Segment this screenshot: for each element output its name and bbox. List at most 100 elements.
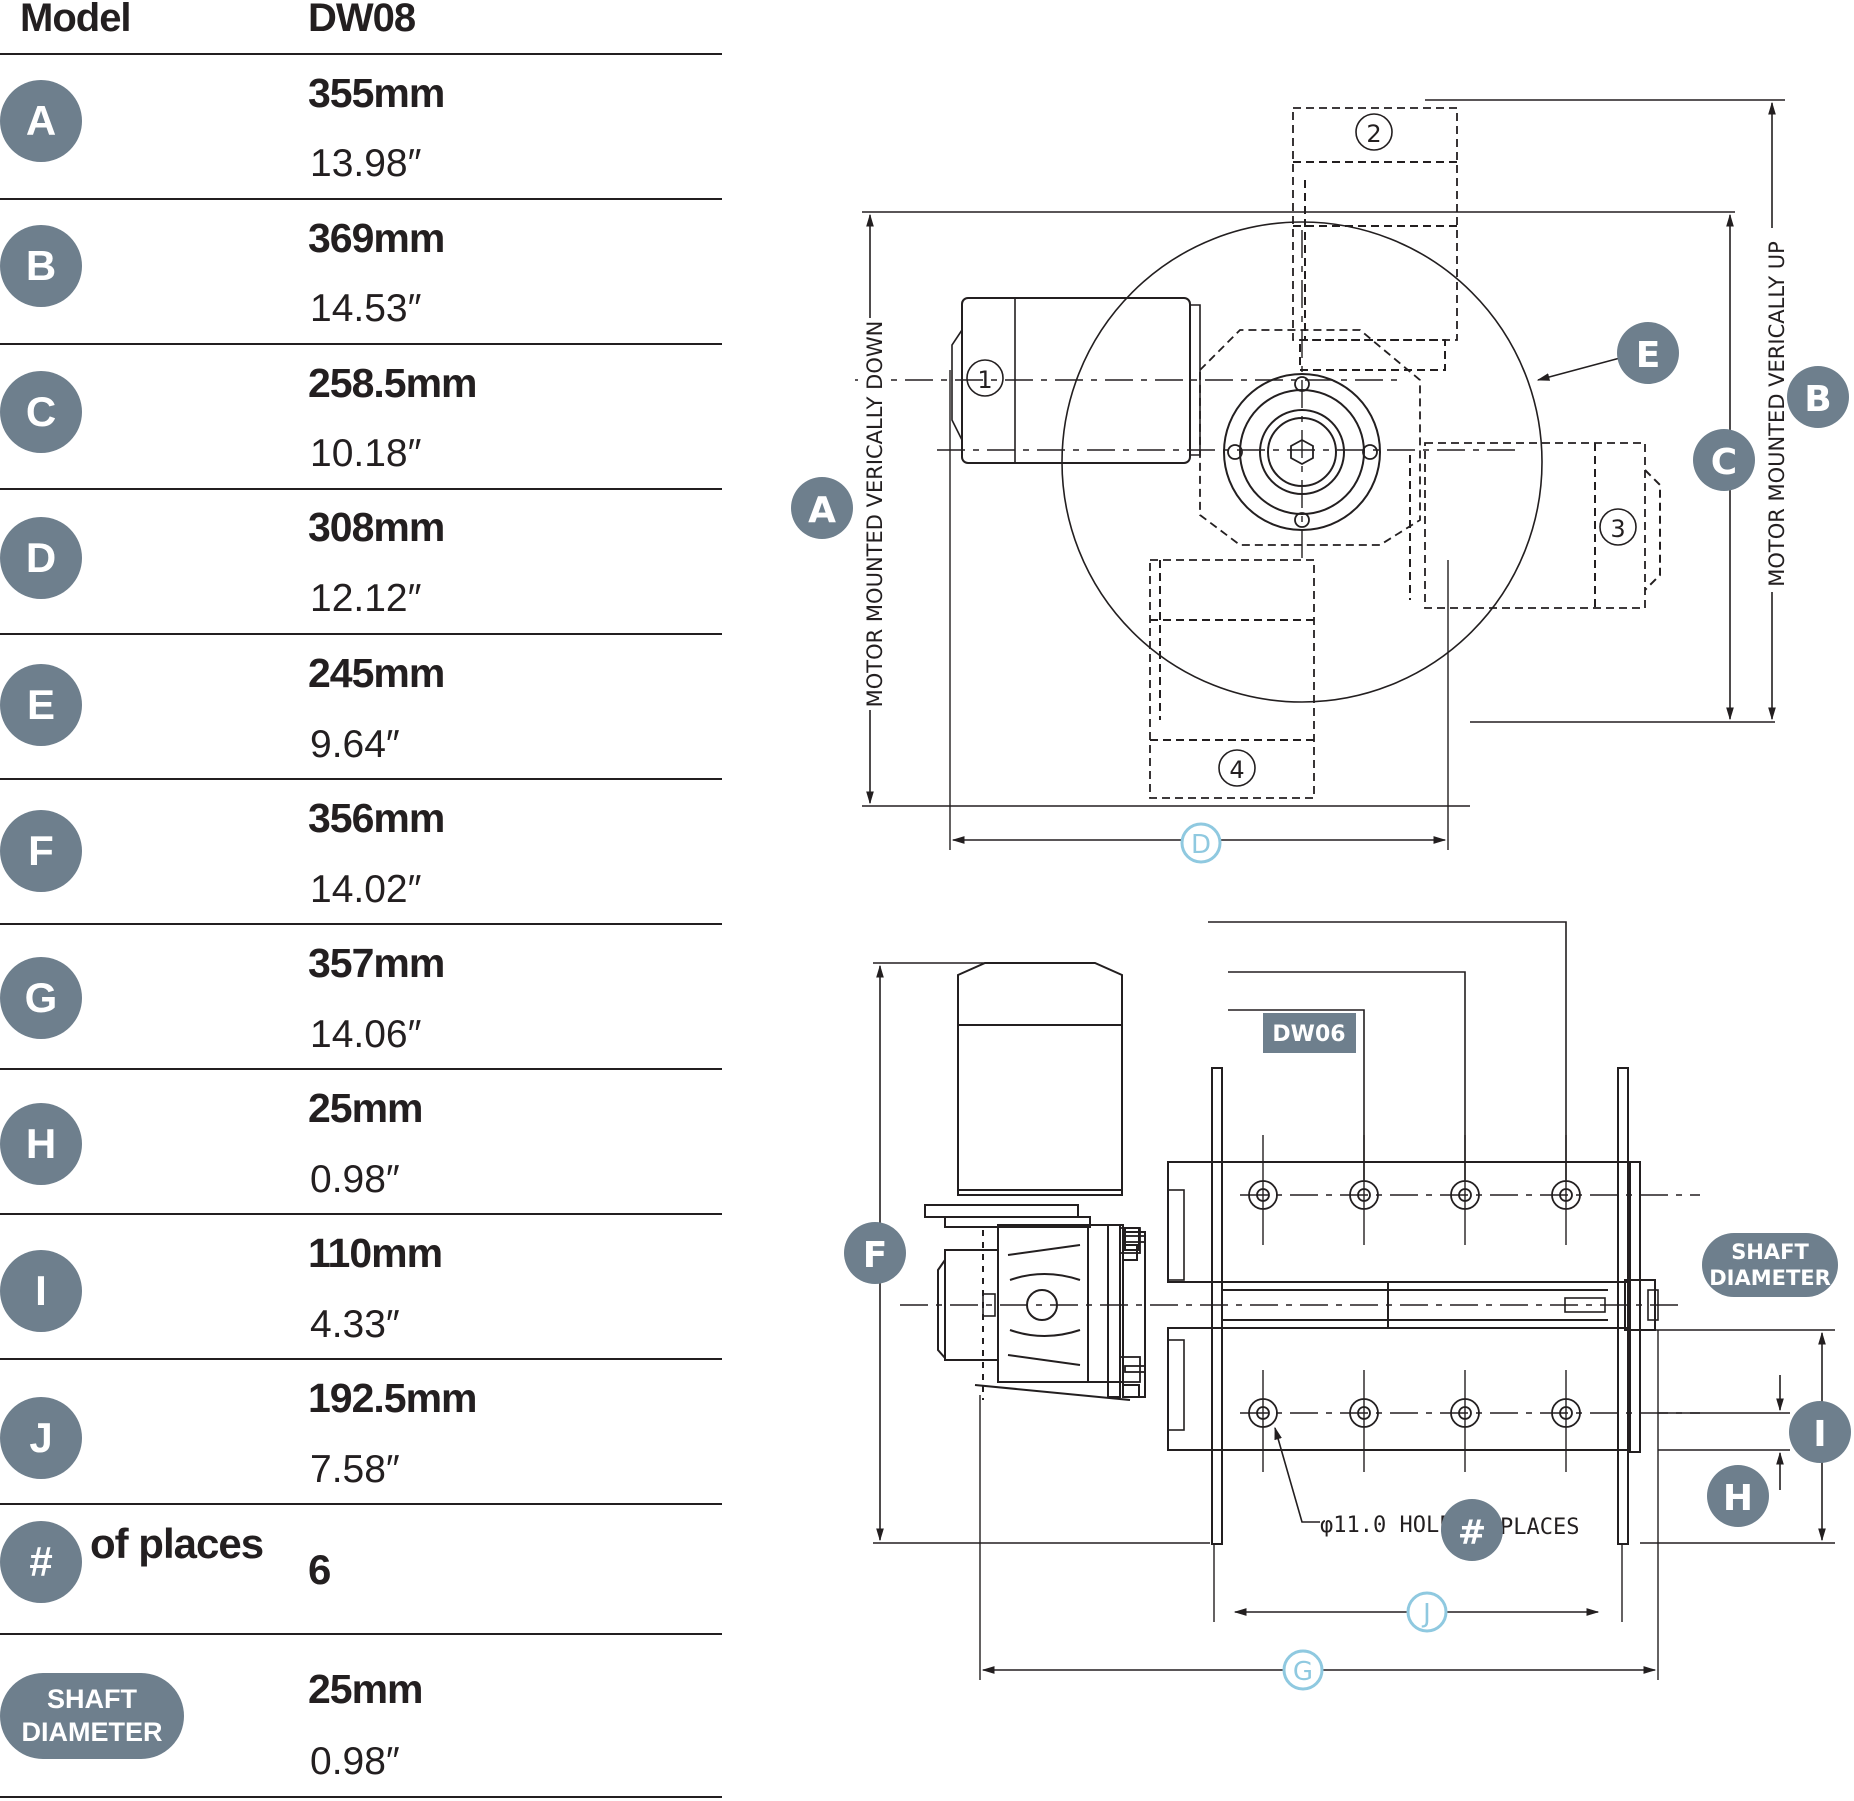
value-i-inch: 4.33″ (310, 1303, 400, 1346)
shaft-callout-line2: DIAMETER (1709, 1266, 1831, 1290)
motor-2 (1292, 107, 1458, 371)
badge-shaft-diameter: SHAFT DIAMETER (0, 1673, 184, 1759)
holes-top (1240, 1135, 1700, 1245)
model-tag-text: DW06 (1272, 1022, 1345, 1047)
gearbox (1199, 329, 1421, 546)
value-b-inch: 14.53″ (310, 287, 422, 330)
value-a-inch: 13.98″ (310, 142, 422, 185)
value-g-mm: 357mm (308, 940, 445, 986)
value-a-mm: 355mm (308, 70, 445, 116)
divider (0, 1503, 722, 1505)
value-h-mm: 25mm (308, 1085, 424, 1131)
callout-e-text: E (1636, 335, 1661, 376)
value-j-inch: 7.58″ (310, 1448, 400, 1491)
motor-up-label: MOTOR MOUNTED VERICALLY UP (1765, 241, 1789, 587)
motor-1-label: 1 (977, 366, 992, 394)
callout-b-text: B (1804, 379, 1831, 420)
leader-e (1536, 357, 1621, 381)
divider (0, 633, 722, 635)
badge-d: D (0, 517, 82, 599)
divider (0, 1068, 722, 1070)
leader (1228, 1009, 1365, 1180)
header-model: Model (20, 0, 132, 40)
motor-3-number (1599, 508, 1637, 546)
callout-j (1406, 1591, 1448, 1633)
lower-frame (1167, 1327, 1629, 1451)
shaft-badge-line2: DIAMETER (21, 1717, 163, 1747)
divider (0, 1633, 722, 1635)
divider (0, 198, 722, 200)
callout-j-text: J (1421, 1599, 1431, 1629)
label-up-group: MOTOR MOUNTED VERICALLY UP (1760, 241, 1789, 587)
callout-f (844, 1222, 906, 1284)
divider (0, 53, 722, 55)
callout-f-text: F (863, 1235, 888, 1276)
value-e-inch: 9.64″ (310, 723, 400, 766)
holes-bottom (1240, 1370, 1700, 1472)
badge-hash: # (0, 1521, 82, 1603)
value-c-mm: 258.5mm (308, 360, 478, 406)
value-b-mm: 369mm (308, 215, 445, 261)
badge-f: F (0, 810, 82, 892)
value-f-inch: 14.02″ (310, 868, 422, 911)
callout-a (791, 477, 853, 539)
divider (0, 923, 722, 925)
callout-c (1693, 429, 1755, 491)
callout-c-text: C (1711, 442, 1737, 483)
value-f-mm: 356mm (308, 795, 445, 841)
hole-leader (1274, 1426, 1320, 1523)
shaft-callout-line1: SHAFT (1731, 1240, 1809, 1264)
motor-down-label: MOTOR MOUNTED VERICALLY DOWN (863, 321, 887, 708)
top-view (855, 99, 1785, 850)
motor-3-label: 3 (1610, 515, 1625, 543)
value-d-inch: 12.12″ (310, 577, 422, 620)
motor-4 (1149, 559, 1315, 799)
callout-hash-text: # (1458, 1513, 1487, 1553)
value-e-mm: 245mm (308, 650, 445, 696)
badge-e: E (0, 664, 82, 746)
places-value: 6 (308, 1546, 332, 1593)
badge-a: A (0, 80, 82, 162)
left-plate (1211, 1067, 1223, 1545)
divider (0, 778, 722, 780)
leader (1228, 971, 1466, 1180)
callout-g-text: G (1293, 1657, 1313, 1687)
badge-h: H (0, 1103, 82, 1185)
side-gearbox (937, 1224, 1146, 1401)
motor-2-number (1355, 113, 1393, 151)
hole-note-right: PLACES (1500, 1515, 1579, 1540)
value-h-inch: 0.98″ (310, 1158, 400, 1201)
value-g-inch: 14.06″ (310, 1013, 422, 1056)
hole-note-left: φ11.0 HOLE (1320, 1513, 1452, 1538)
motor-4-number (1218, 749, 1256, 787)
callout-i-text: I (1813, 1414, 1826, 1455)
divider (0, 488, 722, 490)
callout-g (1282, 1649, 1324, 1691)
side-motor (924, 962, 1123, 1228)
motor-4-label: 4 (1229, 756, 1244, 784)
badge-b: B (0, 225, 82, 307)
callout-d (1180, 822, 1222, 864)
leader (1208, 921, 1567, 1180)
divider (0, 1796, 722, 1798)
badge-i: I (0, 1250, 82, 1332)
right-plate (1617, 1067, 1629, 1545)
motor-2-label: 2 (1366, 120, 1381, 148)
value-i-mm: 110mm (308, 1230, 443, 1276)
callout-e (1617, 322, 1679, 384)
callout-i (1789, 1401, 1851, 1463)
motor-1-number (966, 359, 1004, 397)
badge-c: C (0, 371, 82, 453)
gearbox-bolts (1119, 1227, 1146, 1383)
callout-h (1707, 1465, 1769, 1527)
upper-frame (1167, 1161, 1629, 1283)
callout-a-text: A (808, 490, 836, 531)
badge-j: J (0, 1397, 82, 1479)
value-j-mm: 192.5mm (308, 1375, 478, 1421)
callout-hash (1441, 1499, 1503, 1561)
callout-h-text: H (1723, 1478, 1753, 1519)
callout-d-text: D (1191, 830, 1211, 860)
value-shaft-inch: 0.98″ (310, 1740, 400, 1783)
value-d-mm: 308mm (308, 504, 445, 550)
